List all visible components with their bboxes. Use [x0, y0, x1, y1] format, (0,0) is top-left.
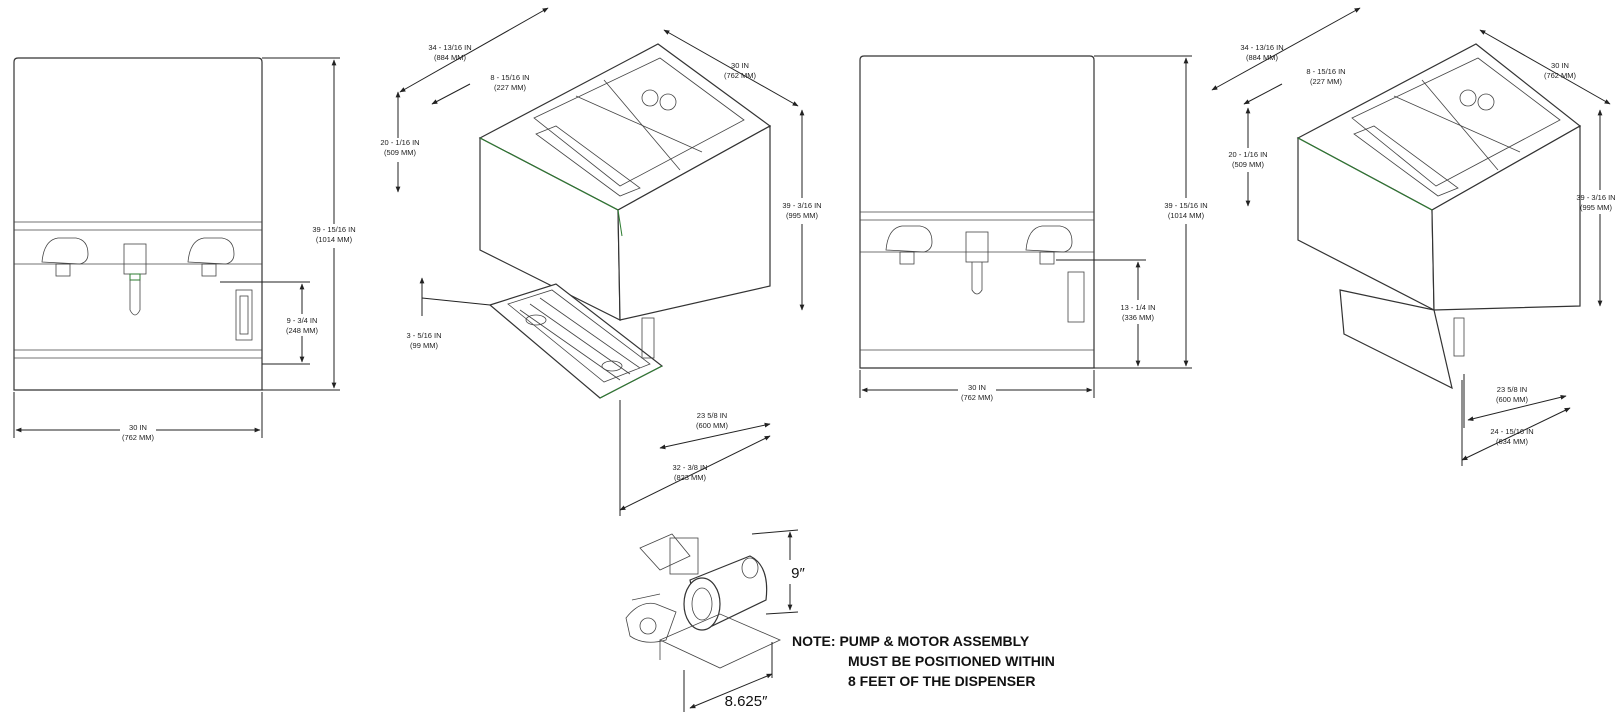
- iso-left-height-in: 39 - 3/16 IN: [782, 201, 821, 210]
- iso-left-total-depth-in: 32 - 3/8 IN: [672, 463, 707, 472]
- iso-right-width-mm: (762 MM): [1544, 71, 1577, 80]
- front-left-nozzle-mm: (248 MM): [286, 326, 319, 335]
- iso-right-offset-mm: (227 MM): [1310, 77, 1343, 86]
- iso-right-width-in: 30 IN: [1551, 61, 1569, 70]
- iso-left-upper-h-mm: (509 MM): [384, 148, 417, 157]
- front-left-nozzle-in: 9 - 3/4 IN: [287, 316, 318, 325]
- iso-left-upper-h-in: 20 - 1/16 IN: [380, 138, 419, 147]
- front-right-width-in: 30 IN: [968, 383, 986, 392]
- front-right-height-mm: (1014 MM): [1168, 211, 1205, 220]
- iso-left-height-mm: (995 MM): [786, 211, 819, 220]
- iso-left-depth-top-mm: (884 MM): [434, 53, 467, 62]
- iso-right-base-depth-in: 23 5/8 IN: [1497, 385, 1527, 394]
- iso-view-left: 34 - 13/16 IN (884 MM) 8 - 15/16 IN (227…: [380, 7, 822, 516]
- pump-height: 9″: [791, 565, 805, 582]
- iso-right-offset-in: 8 - 15/16 IN: [1306, 67, 1345, 76]
- front-view-left: 39 - 15/16 IN (1014 MM) 9 - 3/4 IN (248 …: [13, 57, 356, 442]
- iso-left-offset-mm: (227 MM): [494, 83, 527, 92]
- front-left-height-in: 39 - 15/16 IN: [312, 225, 355, 234]
- iso-right-base-depth-mm: (600 MM): [1496, 395, 1529, 404]
- iso-left-total-depth-mm: (823 MM): [674, 473, 707, 482]
- iso-left-width-mm: (762 MM): [724, 71, 757, 80]
- iso-left-offset-in: 8 - 15/16 IN: [490, 73, 529, 82]
- note-line-2: MUST BE POSITIONED WITHIN: [848, 653, 1055, 669]
- note-line-3: 8 FEET OF THE DISPENSER: [848, 673, 1035, 689]
- iso-right-depth-top-mm: (884 MM): [1246, 53, 1279, 62]
- iso-right-total-depth-in: 24 - 15/16 IN: [1490, 427, 1533, 436]
- front-left-width-in: 30 IN: [129, 423, 147, 432]
- iso-view-right: 34 - 13/16 IN (884 MM) 8 - 15/16 IN (227…: [1211, 7, 1616, 466]
- front-left-width-mm: (762 MM): [122, 433, 155, 442]
- front-view-right: 39 - 15/16 IN (1014 MM) 13 - 1/4 IN (336…: [859, 55, 1208, 402]
- iso-left-width-in: 30 IN: [731, 61, 749, 70]
- note-line-1: NOTE: PUMP & MOTOR ASSEMBLY: [792, 633, 1030, 649]
- iso-right-upper-h-mm: (509 MM): [1232, 160, 1265, 169]
- iso-right-height-mm: (995 MM): [1580, 203, 1613, 212]
- front-right-nozzle-mm: (336 MM): [1122, 313, 1155, 322]
- front-right-height-in: 39 - 15/16 IN: [1164, 201, 1207, 210]
- front-left-height-mm: (1014 MM): [316, 235, 353, 244]
- iso-left-tray-mm: (99 MM): [410, 341, 438, 350]
- iso-left-base-depth-mm: (600 MM): [696, 421, 729, 430]
- front-right-width-mm: (762 MM): [961, 393, 994, 402]
- iso-right-depth-top-in: 34 - 13/16 IN: [1240, 43, 1283, 52]
- pump-length: 8.625″: [725, 693, 769, 710]
- front-right-nozzle-in: 13 - 1/4 IN: [1120, 303, 1155, 312]
- iso-left-tray-in: 3 - 5/16 IN: [406, 331, 441, 340]
- pump-motor-assembly: 9″ 8.625″: [625, 529, 806, 712]
- iso-right-height-in: 39 - 3/16 IN: [1576, 193, 1615, 202]
- iso-right-upper-h-in: 20 - 1/16 IN: [1228, 150, 1267, 159]
- installation-note: NOTE: PUMP & MOTOR ASSEMBLY MUST BE POSI…: [792, 633, 1055, 689]
- iso-left-base-depth-in: 23 5/8 IN: [697, 411, 727, 420]
- iso-right-total-depth-mm: (634 MM): [1496, 437, 1529, 446]
- iso-left-depth-top-in: 34 - 13/16 IN: [428, 43, 471, 52]
